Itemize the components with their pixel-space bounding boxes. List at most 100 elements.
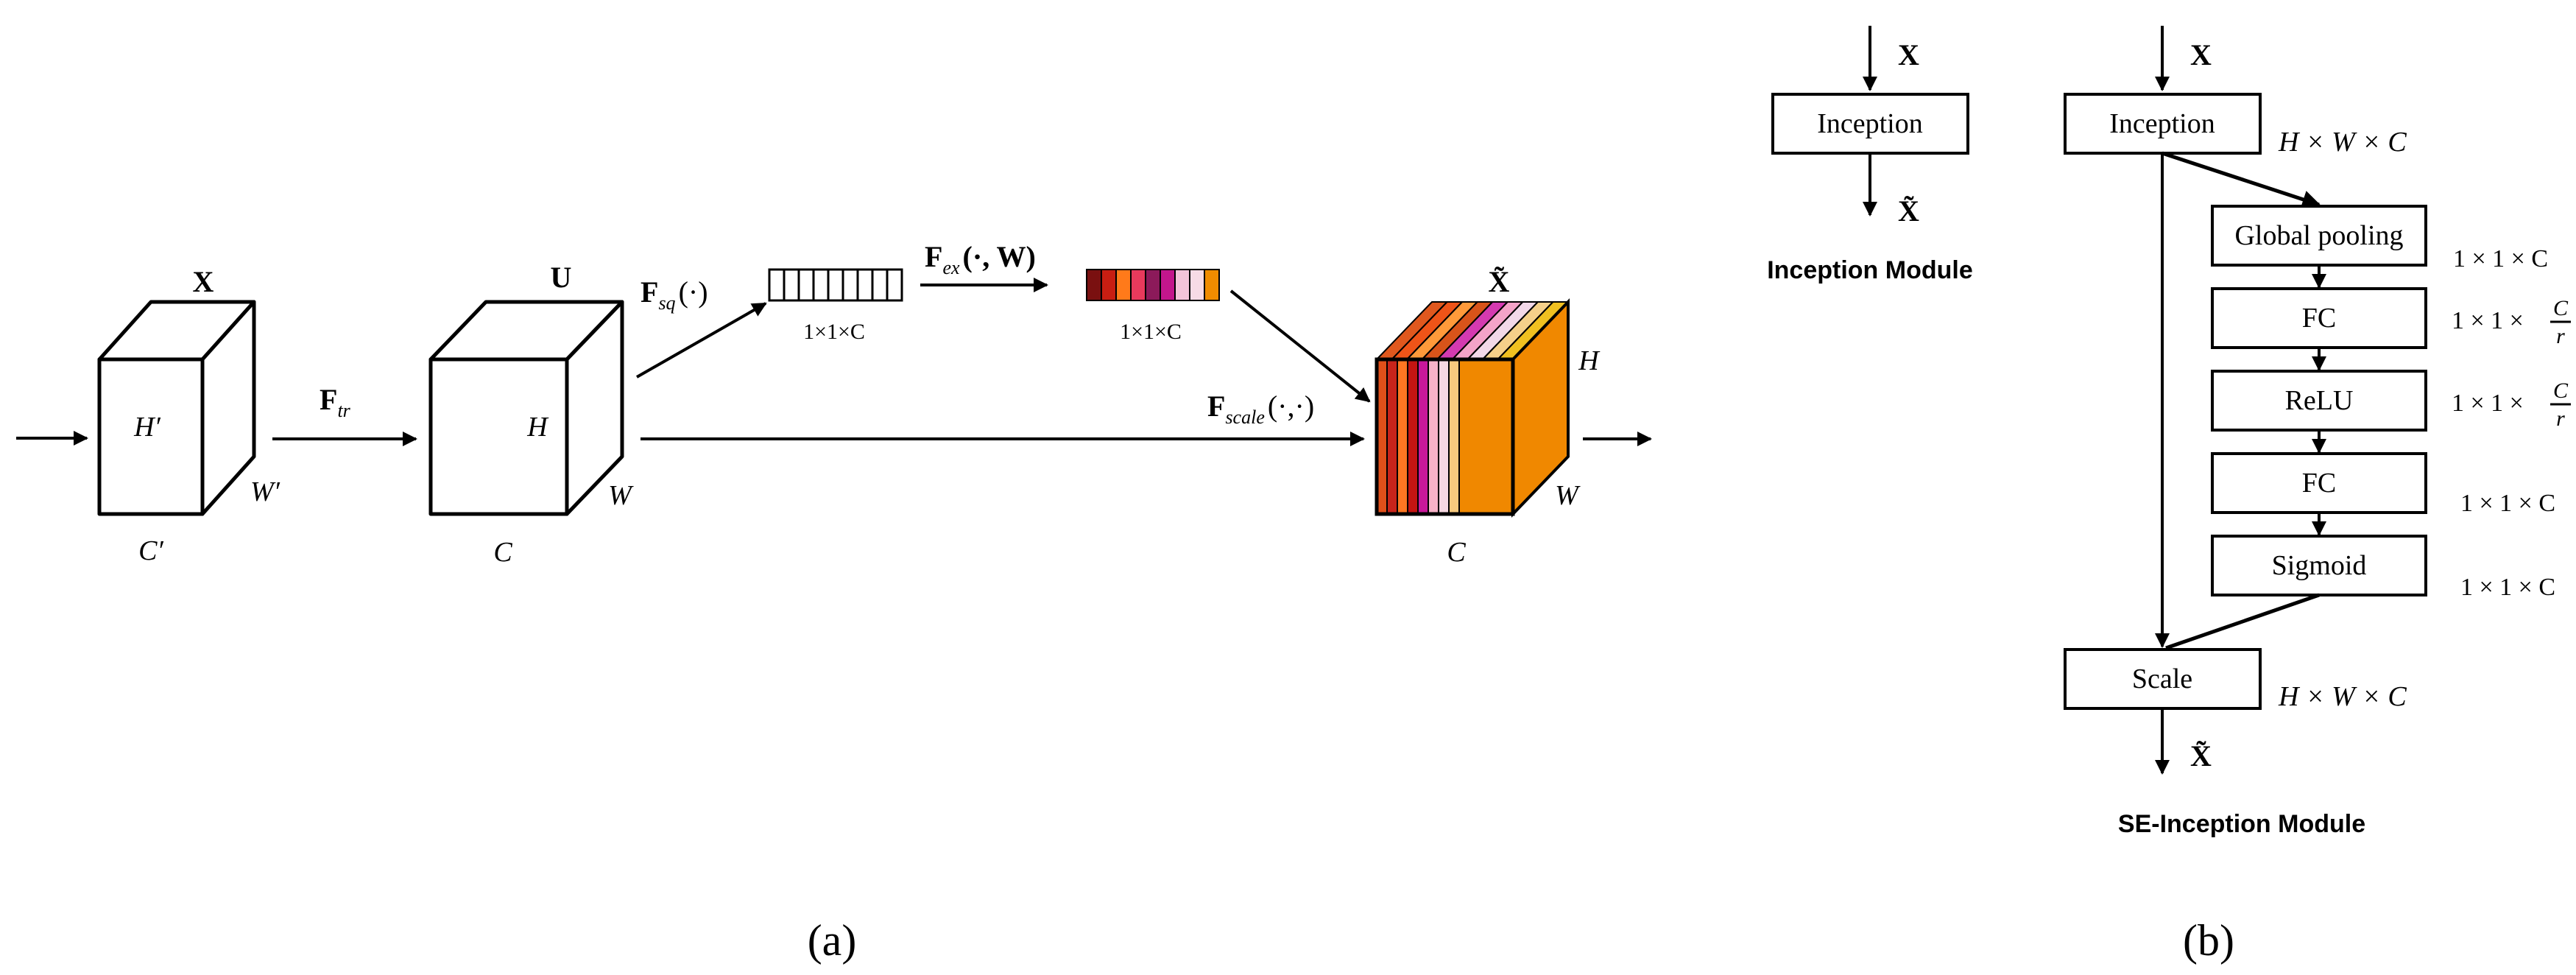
fc2-label: FC	[2302, 468, 2336, 499]
global-pooling-dim: 1 × 1 × C	[2453, 245, 2548, 272]
label-x-tilde: X̃	[1489, 265, 1510, 298]
se-input-label: X	[2190, 38, 2212, 71]
relu-frac-num: C	[2553, 379, 2569, 403]
cube-x-tilde-slice	[1448, 359, 1460, 515]
fc1-block	[2211, 287, 2427, 349]
caption-b: (b)	[2183, 916, 2234, 965]
squeezed-vector-cell	[768, 268, 786, 302]
f-ex-label: Fex(·, W)	[925, 240, 1036, 278]
label-h-out: H	[1578, 345, 1601, 376]
se-inception-module: X Inception H × W × C Global pooling 1 ×…	[2064, 26, 2571, 838]
sigmoid-block	[2211, 535, 2427, 596]
vec-dim-2: 1×1×C	[1120, 320, 1182, 344]
label-c-out: C	[1447, 537, 1466, 568]
cube-x-tilde-slice	[1417, 359, 1429, 515]
cube-x-tilde	[1375, 298, 1570, 518]
label-c-prime: C′	[138, 535, 163, 566]
panel-a: X H′ W′ C′ Ftr U H W C Fsq(·) 1×1×C Fex(…	[16, 240, 1652, 965]
squeezed-vector-cell	[886, 268, 903, 302]
branch-arrow	[2162, 151, 2321, 208]
scale-label: Scale	[2132, 664, 2192, 694]
se-inception-block	[2064, 93, 2262, 155]
se-output-label: X̃	[2190, 739, 2212, 772]
label-w-out: W	[1555, 480, 1581, 511]
f-scale-sub: scale	[1225, 406, 1264, 428]
label-u: U	[551, 261, 572, 294]
vec-dim-1: 1×1×C	[803, 320, 865, 344]
label-h-prime: H′	[133, 412, 160, 443]
f-tr-label: Ftr	[320, 383, 351, 421]
squeezed-vector-cell	[797, 268, 815, 302]
f-scale-args: (·,·)	[1268, 390, 1314, 423]
squeezed-vector-cell	[812, 268, 830, 302]
weights-arrow	[1229, 289, 1371, 403]
cube-x-tilde-slice	[1407, 359, 1419, 515]
excitation-vector-cell	[1115, 269, 1132, 301]
f-ex-main: F	[925, 240, 942, 273]
squeezed-vector-cell	[827, 268, 844, 302]
fc1-frac-den: r	[2556, 324, 2565, 348]
f-tr-main: F	[320, 383, 337, 416]
f-tr-sub: tr	[337, 400, 350, 421]
inc-block	[1771, 93, 1969, 155]
sigmoid-label: Sigmoid	[2272, 550, 2367, 581]
excitation-vector-cell	[1174, 269, 1190, 301]
global-pooling-block	[2211, 205, 2427, 267]
sigmoid-dim: 1 × 1 × C	[2460, 574, 2555, 601]
cube-x-tilde-outline	[1375, 357, 1515, 516]
cube-u-front	[428, 357, 569, 516]
se-inception-label: Inception	[2109, 108, 2215, 139]
caption-a: (a)	[808, 916, 857, 965]
f-sq-label: Fsq(·)	[641, 275, 708, 314]
global-pooling-label: Global pooling	[2234, 220, 2403, 251]
squeezed-vector-cell	[856, 268, 874, 302]
excitation-vector-cell	[1145, 269, 1161, 301]
fc1-frac-num: C	[2553, 296, 2569, 320]
f-scale-main: F	[1207, 390, 1225, 423]
cube-x-tilde-slice	[1428, 359, 1439, 515]
relu-label: ReLU	[2285, 385, 2354, 416]
f-sq-arrow	[636, 302, 767, 379]
inception-module: X Inception X̃ Inception Module	[1767, 26, 1973, 284]
fc2-block	[2211, 452, 2427, 514]
fc1-dim: 1 × 1 ×	[2452, 307, 2524, 334]
cube-x-front	[97, 357, 205, 516]
sigmoid-to-scale-line	[2165, 593, 2320, 650]
relu-frac-den: r	[2556, 406, 2565, 431]
f-ex-sub: ex	[942, 257, 960, 278]
cube-x	[97, 300, 256, 516]
scale-dim: H × W × C	[2278, 681, 2407, 712]
excitation-vector-cell	[1204, 269, 1220, 301]
squeezed-vector	[768, 268, 903, 302]
se-title: SE-Inception Module	[2118, 810, 2365, 838]
label-w: W	[608, 480, 634, 511]
excitation-vector-cell	[1189, 269, 1205, 301]
excitation-vector-cell	[1086, 269, 1102, 301]
inc-block-label: Inception	[1817, 108, 1923, 139]
excitation-vector-cell	[1101, 269, 1117, 301]
excitation-vector-cell	[1160, 269, 1176, 301]
label-c: C	[493, 537, 512, 568]
fc1-label: FC	[2302, 303, 2336, 334]
cube-x-tilde-slice	[1397, 359, 1408, 515]
fc2-dim: 1 × 1 × C	[2460, 490, 2555, 517]
label-w-prime: W′	[250, 476, 280, 507]
inc-title: Inception Module	[1767, 256, 1973, 284]
f-sq-args: (·)	[679, 275, 708, 309]
relu-block	[2211, 370, 2427, 432]
label-h: H	[526, 412, 549, 443]
squeezed-vector-cell	[841, 268, 859, 302]
label-x: X	[193, 265, 214, 298]
squeezed-vector-cell	[871, 268, 889, 302]
f-sq-sub: sq	[658, 292, 675, 314]
squeezed-vector-cell	[783, 268, 800, 302]
inc-input-label: X	[1898, 38, 1919, 71]
excitation-vector	[1086, 269, 1220, 301]
se-inception-dim: H × W × C	[2278, 127, 2407, 158]
relu-dim: 1 × 1 ×	[2452, 390, 2524, 417]
inc-output-label: X̃	[1898, 194, 1919, 228]
cube-x-tilde-slice	[1438, 359, 1450, 515]
excitation-vector-cell	[1130, 269, 1146, 301]
cube-u	[428, 300, 624, 516]
